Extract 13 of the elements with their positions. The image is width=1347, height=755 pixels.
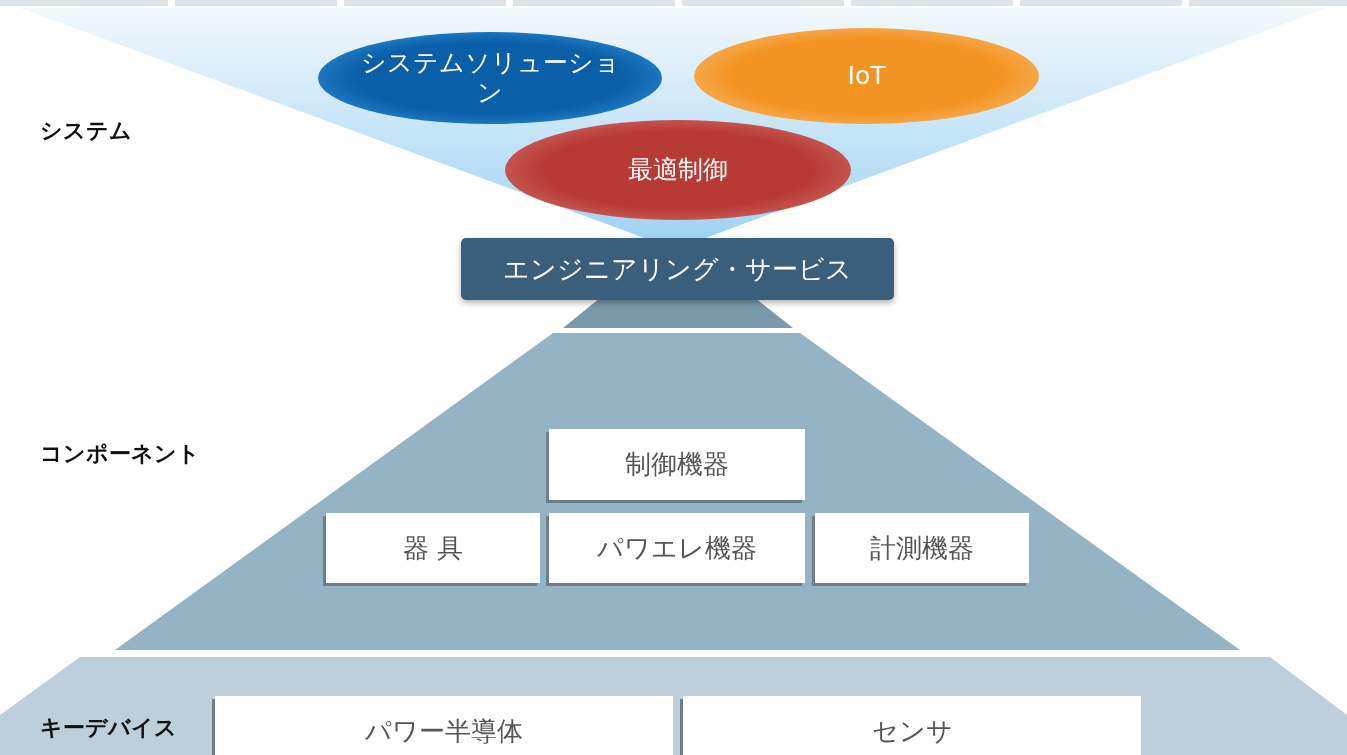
service-box: エンジニアリング・サービス: [461, 238, 894, 300]
layer-label: システム: [40, 117, 132, 145]
component-box: パワー半導体: [215, 696, 673, 755]
component-box: センサ: [683, 696, 1141, 755]
layer-label: キーデバイス: [40, 714, 177, 742]
ellipse-node: 最適制御: [505, 120, 851, 220]
component-box: パワエレ機器: [549, 513, 805, 583]
layer-label: コンポーネント: [40, 440, 200, 468]
component-box: 計測機器: [815, 513, 1029, 583]
ellipse-node: IoT: [694, 28, 1039, 124]
component-box: 制御機器: [549, 429, 805, 500]
ellipse-node: システムソリューション: [318, 32, 662, 124]
component-box: 器 具: [326, 513, 540, 583]
